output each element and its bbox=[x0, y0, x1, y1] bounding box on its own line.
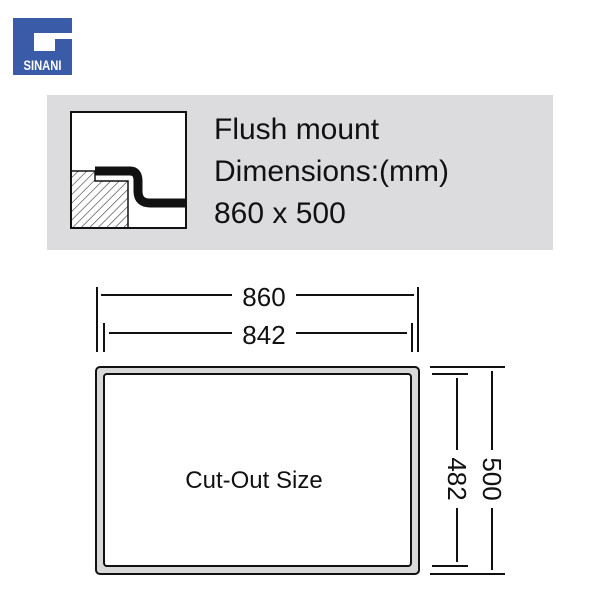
cutout-size-label: Cut-Out Size bbox=[185, 467, 322, 494]
inner-height-label: 482 bbox=[442, 457, 472, 500]
flush-mount-section-icon bbox=[70, 111, 187, 229]
outer-width-label: 860 bbox=[242, 282, 285, 312]
dimensions-label: Dimensions:(mm) bbox=[214, 155, 450, 188]
sinani-logo: SINANI bbox=[13, 18, 72, 75]
size-value: 860 x 500 bbox=[214, 197, 346, 230]
cutout-outline bbox=[103, 373, 412, 567]
spec-panel: Flush mount Dimensions:(mm) 860 x 500 bbox=[47, 95, 553, 250]
inner-width-label: 842 bbox=[242, 320, 285, 350]
outer-height-label: 500 bbox=[477, 457, 507, 500]
mount-type: Flush mount bbox=[214, 113, 380, 146]
logo-text: SINANI bbox=[23, 57, 62, 73]
